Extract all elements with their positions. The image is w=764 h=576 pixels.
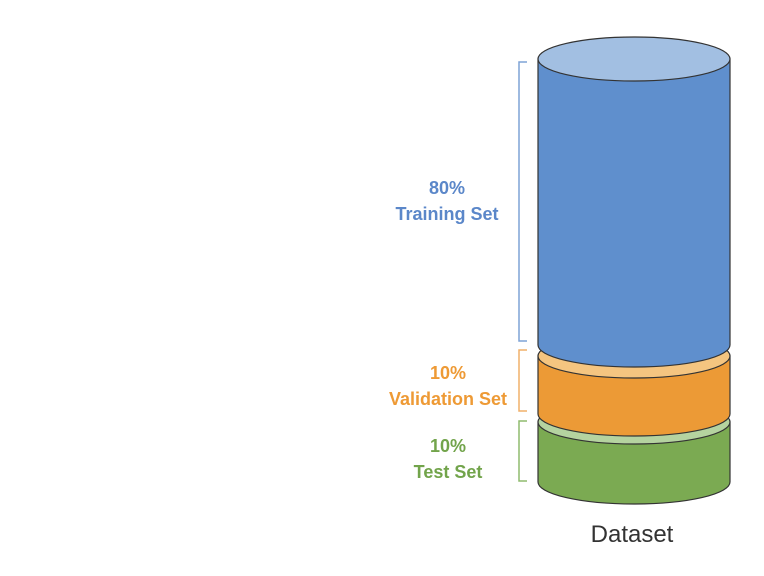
dataset-label: Dataset	[591, 521, 674, 548]
test-set-bracket	[518, 420, 527, 482]
validation-set-bracket	[518, 349, 527, 412]
validation-set-cylinder-body	[537, 355, 731, 437]
training-set-label: Training Set	[395, 204, 498, 224]
training-set-cylinder-top	[537, 36, 731, 82]
training-set-bracket	[518, 61, 527, 342]
training-set-segment	[537, 36, 731, 368]
training-set-cylinder-body	[537, 58, 731, 368]
validation-set-label: Validation Set	[389, 389, 507, 409]
validation-set-percent: 10%	[430, 363, 466, 383]
test-set-label: Test Set	[414, 462, 483, 482]
test-set-percent: 10%	[430, 436, 466, 456]
training-set-percent: 80%	[429, 178, 465, 198]
test-set-cylinder-body	[537, 421, 731, 505]
